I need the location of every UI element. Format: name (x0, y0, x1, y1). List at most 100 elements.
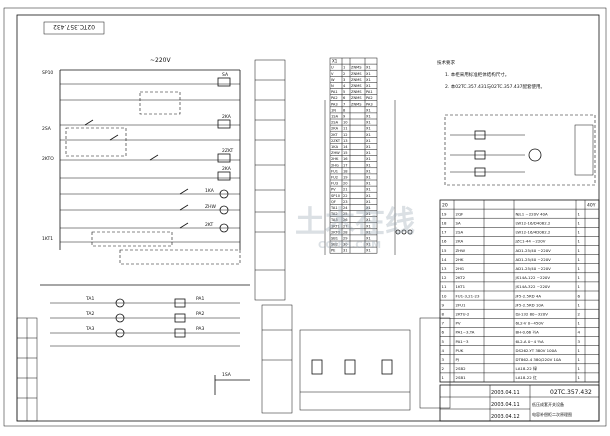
terminal-cell: PE (331, 249, 336, 253)
terminal-cell: 1 (343, 66, 345, 70)
terminal-cell: 22 (343, 194, 348, 198)
label-2ka: 2KA (222, 114, 232, 120)
outer-border (3, 7, 607, 427)
terminal-cell: ZNMS (351, 72, 362, 76)
title-block: 2003.04.11 2003.04.11 2003.04.12 02TC.35… (439, 384, 600, 422)
bom-cell: 1 (578, 230, 581, 235)
terminal-cell: PA2 (331, 96, 338, 100)
terminal-cell: 29 (343, 237, 348, 241)
bom-cell: AD1-25/40 ~220V (516, 257, 552, 262)
terminal-table-header: X1 (332, 59, 338, 64)
terminal-cell: 9 (343, 115, 346, 119)
terminal-cell: 26 (343, 218, 348, 222)
terminal-cell: 1SA (331, 115, 339, 119)
left-margin-box (16, 317, 38, 422)
terminal-cell: X1 (366, 127, 371, 131)
bom-cell: 1 (578, 266, 581, 271)
bom-header-cell: 40Y (587, 203, 596, 209)
terminal-cell: X1 (366, 145, 371, 149)
tag-1kt1: 1KT1 (42, 236, 53, 242)
bom-cell: 3 (442, 357, 445, 362)
bom-cell: 2HK (456, 257, 464, 262)
bom-cell: DS262-YT 380V 100A (516, 348, 558, 353)
terminal-cell: TA1 (330, 206, 338, 210)
terminal-cell: V (331, 72, 334, 76)
terminal-cell: X1 (366, 224, 371, 228)
bom-cell: PJ (456, 357, 460, 362)
terminal-cell: 3 (343, 78, 345, 82)
terminal-cell: X1 (366, 169, 371, 173)
terminal-cell: 2 (343, 72, 345, 76)
terminal-cell: TA2 (330, 212, 338, 216)
terminal-cell: 1KT1 (331, 224, 340, 228)
bom-cell: 1 (442, 375, 445, 380)
stamp-text: 02TC.357.432 (53, 23, 95, 30)
terminal-cell: N (331, 84, 334, 88)
terminal-cell: X1 (366, 115, 371, 119)
bom-cell: 5 (442, 339, 445, 344)
watermark: 土木在线 COI88.COM (295, 205, 415, 251)
label-1sa: 1SA (222, 372, 232, 378)
terminal-cell: 18 (343, 169, 348, 173)
date-2: 2003.04.11 (491, 402, 520, 408)
bom-cell: 10 (442, 293, 447, 298)
bom-cell: 1 (578, 239, 581, 244)
terminal-cell: 4 (343, 84, 346, 88)
terminal-cell: PV (331, 188, 336, 192)
bom-cell: 4 (578, 330, 581, 335)
bom-cell: DJ-132 80~320V (516, 312, 549, 317)
bom-cell: 1 (578, 348, 581, 353)
terminal-cell: X1 (366, 151, 371, 155)
label-ta1: TA1 (85, 296, 94, 302)
bom-cell: 1 (578, 302, 581, 307)
bom-cell: 2QF (456, 211, 465, 216)
bom-cell: 2KT2 (456, 275, 466, 280)
bom-cell: SA (456, 221, 462, 226)
bom-cell: 1 (578, 375, 581, 380)
label-pa1: PA1 (196, 296, 205, 302)
terminal-cell: SB1 (331, 237, 338, 241)
bom-cell: AD1-25/40 ~220V (516, 248, 552, 253)
label-2ka-b: 2KA (222, 166, 232, 172)
date-3: 2003.04.12 (491, 414, 520, 420)
terminal-cell: 1KA (331, 145, 339, 149)
function-column (254, 59, 286, 301)
title-sub: 电容补偿柜二次原理图 (532, 411, 572, 417)
bom-cell: 14 (442, 257, 447, 262)
voltmeter-circuit (444, 114, 596, 186)
note-line-2: 2. 本02TC.357.431与02TC.357.437配套使用。 (445, 83, 545, 90)
terminal-cell: X1 (366, 230, 371, 234)
terminal-cell: 2HG (331, 163, 339, 167)
instrument-circuit: TA1 TA2 TA3 PA1 PA2 PA3 1SA (40, 284, 293, 414)
bom-cell: 15 (442, 248, 447, 253)
date-1: 2003.04.11 (491, 390, 520, 396)
terminal-cell: X1 (366, 108, 371, 112)
bom-cell: LA18-22 绿 (516, 366, 537, 371)
bom-header-cell: 20 (442, 203, 448, 209)
title-desc: 低压成套开关设备 (532, 401, 564, 407)
bom-cell: 2SB2 (456, 366, 467, 371)
bom-cell: 8 (442, 312, 445, 317)
bom-cell: 3 (578, 339, 581, 344)
control-circuit: ~220V SP10 2SA (42, 57, 241, 265)
tag-2sa: 2SA (42, 126, 52, 132)
terminal-cell: X1 (366, 194, 371, 198)
terminal-cell: X1 (366, 84, 371, 88)
voltage-label: ~220V (150, 57, 171, 64)
terminal-cell: 6 (343, 96, 346, 100)
terminal-cell: 15 (343, 151, 348, 155)
watermark-brand: 土木在线 (295, 205, 415, 240)
bom-cell: DT862-4 380/220V 10A (516, 357, 562, 362)
terminal-cell: 16 (343, 157, 348, 161)
top-stamp: 02TC.357.432 (43, 21, 105, 35)
terminal-cell: X1 (366, 188, 371, 192)
bom-cell: 6L2-V 0~450V (516, 321, 544, 326)
meter-circuit (299, 317, 451, 411)
label-zhw: ZHW (205, 204, 216, 210)
label-1ka: 1KA (205, 188, 215, 194)
terminal-cell: X1 (366, 163, 371, 167)
bom-cell: BH-0.66 ½A (516, 330, 540, 335)
